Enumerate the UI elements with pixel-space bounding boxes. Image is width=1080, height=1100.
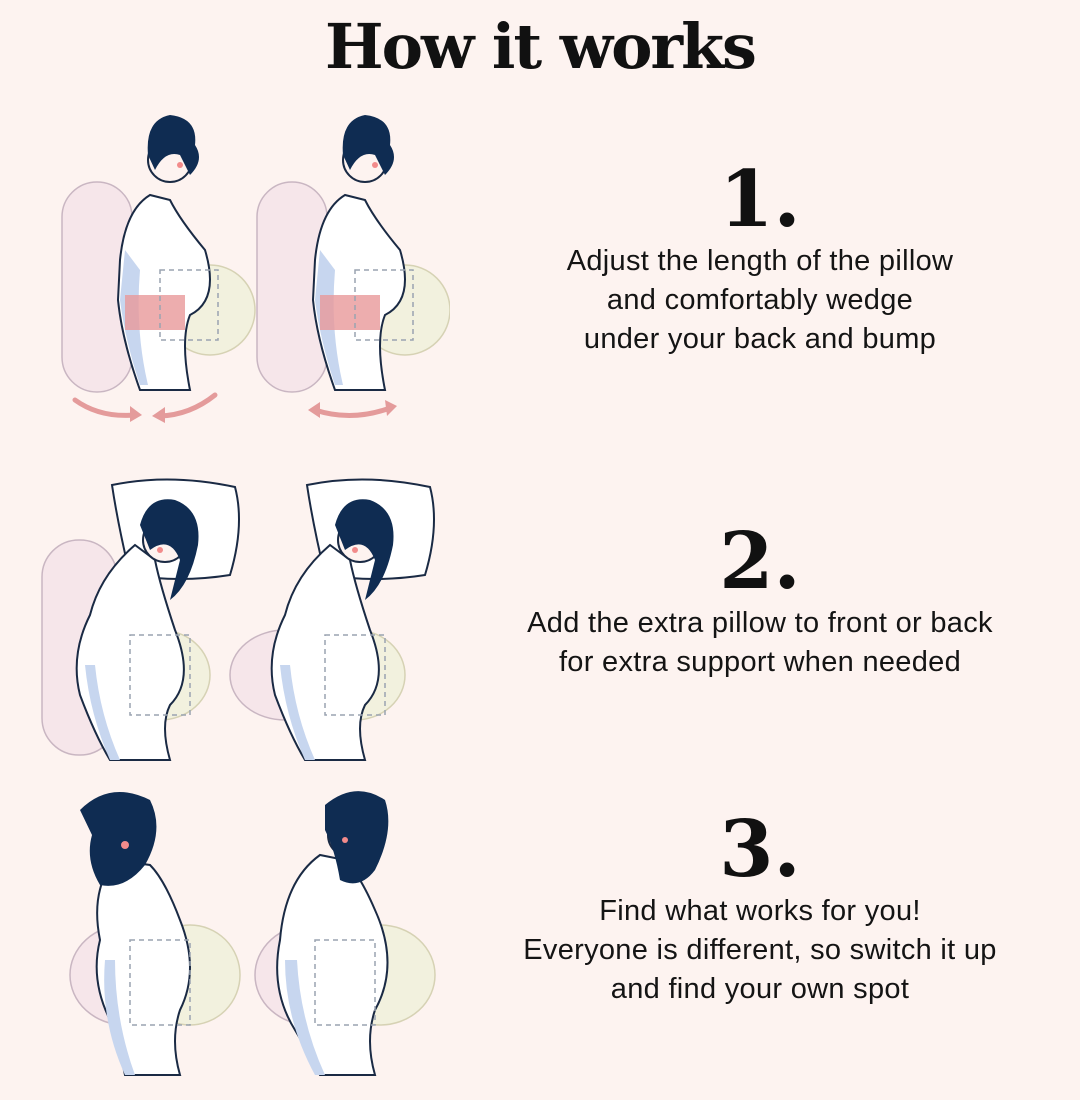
step-text-line: Everyone is different, so switch it up (523, 934, 997, 966)
arrow-icon (312, 405, 393, 419)
woman-illustration (254, 791, 436, 1076)
woman-illustration (69, 792, 241, 1076)
woman-illustration (229, 478, 435, 761)
step-number: 1. (719, 154, 801, 245)
woman-illustration (41, 478, 240, 761)
step-text-line: for extra support when needed (558, 646, 962, 678)
step-text-line: under your back and bump (583, 323, 937, 355)
step-text-line: Find what works for you! (599, 895, 921, 927)
step-number: 2. (719, 516, 801, 607)
page-title: How it works (325, 10, 757, 83)
woman-illustration (256, 115, 450, 393)
step-text-line: and comfortably wedge (606, 284, 914, 316)
step-text-line: Adjust the length of the pillow (566, 245, 954, 277)
step-text-line: and find your own spot (610, 973, 910, 1005)
step-3-illustration (69, 791, 436, 1076)
step-2-illustration (41, 478, 435, 761)
step-1-illustration (61, 115, 450, 423)
arrow-icon (157, 392, 218, 419)
step-number: 3. (719, 804, 801, 895)
step-text-line: Add the extra pillow to front or back (527, 607, 993, 639)
woman-illustration (61, 115, 256, 393)
step-1: 1. Adjust the length of the pillow and c… (440, 158, 1080, 359)
arrow-icon (72, 397, 138, 418)
step-3: 3. Find what works for you! Everyone is … (440, 808, 1080, 1009)
step-2: 2. Add the extra pillow to front or back… (440, 520, 1080, 682)
